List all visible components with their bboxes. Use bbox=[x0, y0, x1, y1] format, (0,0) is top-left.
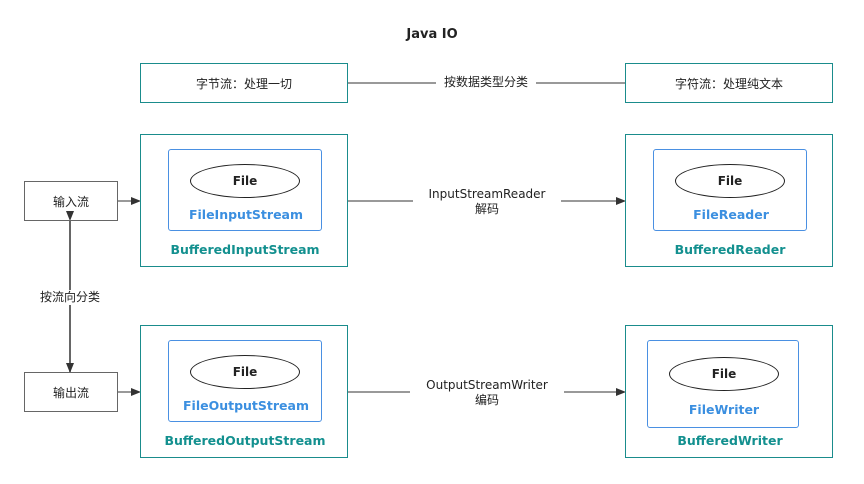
input-stream-box: 输入流 bbox=[24, 181, 118, 221]
file-ellipse: File bbox=[675, 164, 785, 198]
diagram-title: Java IO bbox=[406, 27, 458, 42]
buffered-output-stream-panel: File FileOutputStream BufferedOutputStre… bbox=[140, 325, 348, 458]
buffered-reader-panel: File FileReader BufferedReader bbox=[625, 134, 833, 267]
writer-note: 编码 bbox=[474, 393, 499, 407]
file-input-stream-label: FileInputStream bbox=[188, 207, 304, 222]
file-ellipse: File bbox=[190, 164, 300, 198]
file-output-stream-label: FileOutputStream bbox=[183, 398, 309, 413]
writer-name: OutputStreamWriter bbox=[426, 378, 548, 392]
file-output-stream-box: File FileOutputStream bbox=[168, 340, 322, 422]
buffered-reader-label: BufferedReader bbox=[674, 242, 786, 257]
byte-stream-header-label: 字节流：处理一切 bbox=[195, 76, 292, 91]
byte-stream-header: 字节流：处理一切 bbox=[140, 63, 348, 103]
output-stream-writer-label: OutputStreamWriter 编码 bbox=[410, 378, 564, 408]
buffered-output-stream-label: BufferedOutputStream bbox=[164, 433, 326, 448]
direction-label: 按流向分类 bbox=[30, 290, 110, 305]
file-ellipse: File bbox=[669, 357, 779, 391]
reader-name: InputStreamReader bbox=[428, 187, 546, 201]
buffered-writer-panel: File FileWriter BufferedWriter bbox=[625, 325, 833, 458]
file-reader-box: File FileReader bbox=[653, 149, 807, 231]
data-type-label: 按数据类型分类 bbox=[436, 75, 536, 90]
input-stream-label: 输入流 bbox=[52, 194, 89, 209]
input-stream-reader-label: InputStreamReader 解码 bbox=[413, 187, 561, 217]
output-stream-box: 输出流 bbox=[24, 372, 118, 412]
buffered-writer-label: BufferedWriter bbox=[677, 433, 783, 448]
file-reader-label: FileReader bbox=[693, 207, 769, 222]
reader-note: 解码 bbox=[474, 202, 499, 216]
buffered-input-stream-panel: File FileInputStream BufferedInputStream bbox=[140, 134, 348, 267]
file-writer-box: File FileWriter bbox=[647, 340, 799, 428]
char-stream-header: 字符流：处理纯文本 bbox=[625, 63, 833, 103]
buffered-input-stream-label: BufferedInputStream bbox=[170, 242, 320, 257]
file-input-stream-box: File FileInputStream bbox=[168, 149, 322, 231]
file-ellipse: File bbox=[190, 355, 300, 389]
file-writer-label: FileWriter bbox=[688, 402, 760, 417]
output-stream-label: 输出流 bbox=[52, 385, 89, 400]
char-stream-header-label: 字符流：处理纯文本 bbox=[674, 76, 783, 91]
